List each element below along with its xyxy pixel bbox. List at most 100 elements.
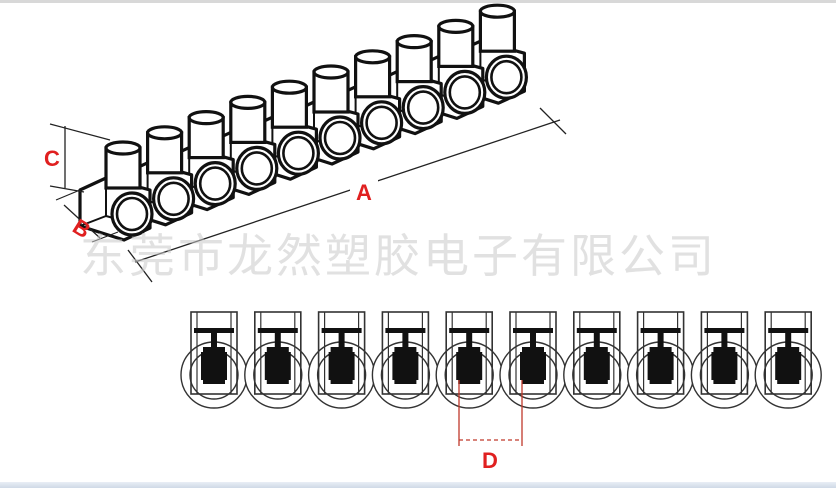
- wire-hole-inner: [365, 105, 398, 141]
- front-clamp-bottom: [458, 380, 481, 384]
- dimension-d: D: [458, 380, 523, 473]
- front-view-terminal-strip: [180, 311, 822, 409]
- screw-post-top: [104, 140, 142, 156]
- screw-post-top: [437, 18, 475, 35]
- front-clamp-bottom: [203, 380, 225, 384]
- front-clamp-bottom: [330, 380, 353, 384]
- dimension-a-line: [134, 119, 561, 263]
- dimension-a-ext-left: [127, 249, 153, 283]
- front-clamp-top: [522, 347, 544, 352]
- front-terminal-unit: [499, 311, 567, 409]
- front-clamp-body: [711, 352, 738, 380]
- front-clamp-body: [392, 352, 419, 380]
- wire-hole-inner: [282, 135, 315, 171]
- front-clamp-top: [713, 347, 736, 352]
- front-clamp-top: [649, 347, 672, 352]
- front-screw-head: [768, 328, 809, 333]
- front-screw-head: [449, 328, 490, 333]
- dimension-c: C: [44, 123, 111, 193]
- front-screw-shaft: [785, 333, 792, 348]
- front-clamp-bottom: [713, 380, 736, 384]
- dimension-b-ext-top: [55, 189, 81, 201]
- dimension-a: A: [127, 107, 567, 283]
- screw-post-top: [478, 3, 516, 19]
- front-screw-head: [321, 328, 362, 333]
- dimension-c-label: C: [44, 146, 60, 171]
- front-screw-head: [640, 328, 681, 333]
- front-clamp-bottom: [266, 380, 289, 384]
- bottom-border: [0, 482, 836, 488]
- screw-post-top: [145, 125, 184, 141]
- dimension-a-label-bg: [350, 178, 378, 202]
- front-clamp-body: [456, 352, 483, 380]
- front-housing: [445, 311, 494, 395]
- front-screw-head: [576, 328, 617, 333]
- front-clamp-bottom: [585, 380, 608, 384]
- front-clamp-bottom: [394, 380, 417, 384]
- front-screw-head: [704, 328, 745, 333]
- front-clamp-top: [585, 347, 608, 352]
- top-border: [0, 0, 836, 3]
- dimension-d-label: D: [482, 448, 498, 473]
- front-clamp-body: [328, 352, 355, 380]
- front-clamp-top: [266, 347, 289, 352]
- front-housing: [190, 311, 238, 395]
- front-terminal-unit: [180, 311, 248, 409]
- front-clamp-body: [201, 352, 227, 380]
- screw-post-top: [354, 49, 392, 65]
- front-clamp-top: [394, 347, 417, 352]
- front-clamp-bottom: [522, 380, 544, 384]
- front-terminal-unit: [754, 311, 822, 409]
- front-housing: [317, 311, 366, 395]
- dimension-b-line: [63, 204, 101, 239]
- front-screw-shaft: [466, 333, 473, 348]
- front-clamp-top: [203, 347, 225, 352]
- isometric-terminal-strip: [78, 3, 528, 242]
- front-terminal-unit: [626, 311, 695, 409]
- wire-hole-inner: [323, 120, 357, 156]
- front-screw-shaft: [211, 333, 217, 348]
- wire-hole-inner: [406, 90, 440, 125]
- front-terminal-unit: [435, 311, 503, 409]
- front-screw-shaft: [338, 333, 345, 348]
- wire-hole-inner: [198, 166, 232, 201]
- dimension-c-ext-top: [49, 123, 111, 141]
- wire-hole-inner: [490, 59, 523, 95]
- wire-hole-inner: [157, 181, 190, 217]
- company-watermark: 东莞市龙然塑胶电子有限公司: [80, 229, 717, 283]
- front-clamp-body: [264, 352, 291, 380]
- screw-post: [145, 131, 184, 175]
- front-screw-shaft: [593, 333, 600, 348]
- front-clamp-top: [330, 347, 353, 352]
- front-terminal-unit: [690, 311, 759, 409]
- front-screw-shaft: [721, 333, 728, 348]
- front-clamp-top: [458, 347, 481, 352]
- wire-hole-inner: [115, 196, 149, 232]
- screw-post-top: [395, 33, 433, 50]
- front-housing: [509, 311, 557, 395]
- screw-post-top: [270, 79, 308, 95]
- front-terminal-unit: [244, 311, 312, 409]
- wire-hole-inner: [448, 75, 482, 110]
- dimension-a-ext-right: [539, 107, 567, 135]
- front-screw-shaft: [402, 333, 409, 348]
- front-clamp-bottom: [649, 380, 672, 384]
- front-screw-head: [513, 328, 553, 333]
- screw-post-top: [229, 94, 267, 110]
- terminal-unit: [78, 140, 154, 242]
- front-screw-head: [385, 328, 426, 333]
- front-housing: [572, 311, 621, 395]
- screw-post-top: [187, 110, 225, 126]
- screw-post-top: [312, 64, 350, 80]
- front-screw-head: [257, 328, 298, 333]
- front-housing: [636, 311, 685, 395]
- wire-hole-inner: [240, 151, 274, 186]
- front-screw-head: [194, 328, 234, 333]
- front-terminal-unit: [563, 311, 631, 409]
- front-clamp-top: [777, 347, 800, 352]
- dimension-a-label: A: [356, 180, 372, 205]
- front-housing: [254, 311, 302, 395]
- front-clamp-body: [520, 352, 546, 380]
